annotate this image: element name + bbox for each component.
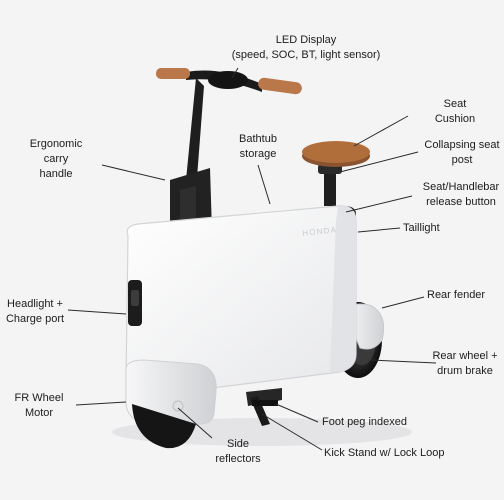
label-led-display: LED Display (speed, SOC, BT, light senso… — [231, 34, 381, 61]
label-ergonomic-carry-handle: Ergonomic carry handle — [29, 138, 83, 180]
side-reflector — [172, 400, 184, 412]
label-rear-wheel-drum-brake: Rear wheel + drum brake — [432, 350, 498, 377]
label-seat-cushion: Seat Cushion — [434, 98, 476, 125]
front-wheel — [132, 404, 196, 449]
label-collapsing-seat-post: Collapsing seat post — [424, 139, 500, 166]
label-kick-stand-lock-loop: Kick Stand w/ Lock Loop — [324, 447, 445, 459]
leader-rear-wheel — [369, 359, 437, 364]
leader-seat-cushion — [353, 115, 409, 147]
body-side-panel — [330, 205, 356, 372]
foot-peg — [252, 400, 278, 406]
left-grip — [156, 68, 190, 79]
leader-fr-wheel — [75, 401, 127, 406]
label-bathtub-storage: Bathtub storage — [239, 133, 277, 160]
label-side-reflectors: Side reflectors — [215, 438, 261, 465]
leader-lines — [67, 67, 437, 451]
leader-led-display — [231, 67, 239, 79]
brand-mark: HONDA — [302, 225, 338, 238]
leader-headlight — [67, 309, 127, 315]
leader-collapsing-seat-post — [339, 151, 419, 173]
led-display-pod — [208, 71, 248, 89]
seat-assembly — [302, 141, 370, 206]
leader-rear-fender — [381, 296, 425, 309]
leader-taillight — [357, 227, 401, 233]
leader-side-reflectors — [177, 407, 213, 439]
seat-cushion — [302, 141, 370, 163]
leader-carry-handle — [101, 164, 166, 181]
label-rear-fender: Rear fender — [427, 289, 486, 301]
label-fr-wheel-motor: FR Wheel Motor — [14, 392, 64, 419]
leader-bathtub-storage — [257, 164, 271, 205]
kick-stand — [246, 388, 282, 426]
leader-seat-handlebar-release — [345, 195, 413, 213]
leader-kick-stand — [261, 413, 323, 451]
label-seat-handlebar-release: Seat/Handlebar release button — [422, 181, 500, 208]
label-foot-peg-indexed: Foot peg indexed — [322, 416, 408, 428]
label-headlight-charge-port: Headlight + Charge port — [5, 298, 65, 325]
right-grip — [258, 77, 302, 95]
leader-foot-peg — [275, 403, 319, 423]
label-taillight: Taillight — [403, 222, 440, 234]
